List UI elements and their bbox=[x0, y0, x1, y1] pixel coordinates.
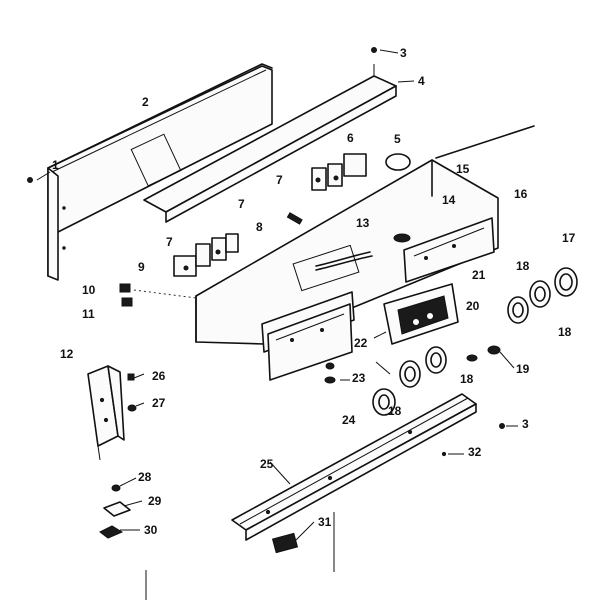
part-label-7b: 7 bbox=[238, 197, 245, 211]
part-label-5: 5 bbox=[394, 132, 401, 146]
part-label-16: 16 bbox=[514, 187, 528, 201]
fasteners-left bbox=[99, 373, 137, 539]
part-label-4: 4 bbox=[418, 74, 425, 88]
top-bracket bbox=[143, 64, 397, 223]
part-label-12: 12 bbox=[60, 347, 74, 361]
part-label-28: 28 bbox=[138, 470, 152, 484]
part-label-29: 29 bbox=[148, 494, 162, 508]
part-label-19: 19 bbox=[516, 362, 530, 376]
part-label-7c: 7 bbox=[166, 235, 173, 249]
part-label-17: 17 bbox=[562, 231, 576, 245]
switch-assembly-upper bbox=[311, 153, 411, 191]
connector bbox=[286, 212, 303, 225]
part-label-18b: 18 bbox=[558, 325, 572, 339]
part-label-21: 21 bbox=[472, 268, 486, 282]
part-label-7a: 7 bbox=[276, 173, 283, 187]
part-label-23: 23 bbox=[352, 371, 366, 385]
part-label-3b: 3 bbox=[522, 417, 529, 431]
knobs bbox=[372, 267, 578, 416]
part-label-13: 13 bbox=[356, 216, 370, 230]
switch-assembly-lower bbox=[173, 233, 239, 277]
screws bbox=[27, 47, 505, 457]
back-panel bbox=[47, 63, 273, 281]
side-bracket bbox=[87, 365, 125, 461]
part-label-18c: 18 bbox=[460, 372, 474, 386]
clips bbox=[119, 283, 197, 307]
part-label-14: 14 bbox=[442, 193, 456, 207]
part-label-18a: 18 bbox=[516, 259, 530, 273]
washers bbox=[324, 362, 336, 384]
part-label-32: 32 bbox=[468, 445, 482, 459]
lower-trim bbox=[231, 393, 477, 541]
part-label-25: 25 bbox=[260, 457, 274, 471]
part-label-30: 30 bbox=[144, 523, 158, 537]
part-label-6: 6 bbox=[347, 131, 354, 145]
part-label-15: 15 bbox=[456, 162, 470, 176]
clock-timer bbox=[383, 283, 459, 345]
part-label-2: 2 bbox=[142, 95, 149, 109]
terminal-block bbox=[271, 532, 299, 554]
part-label-26: 26 bbox=[152, 369, 166, 383]
part-label-8: 8 bbox=[256, 220, 263, 234]
leader-lines bbox=[36, 49, 518, 541]
part-label-20: 20 bbox=[466, 299, 480, 313]
part-label-11: 11 bbox=[82, 307, 95, 321]
lamp-and-wire bbox=[315, 233, 411, 271]
part-label-18d: 18 bbox=[388, 404, 402, 418]
part-label-31: 31 bbox=[318, 515, 332, 529]
part-label-27: 27 bbox=[152, 396, 166, 410]
part-label-10: 10 bbox=[82, 283, 96, 297]
part-label-9: 9 bbox=[138, 260, 145, 274]
part-label-3: 3 bbox=[400, 46, 407, 60]
part-label-1: 1 bbox=[52, 158, 59, 172]
wire-lead bbox=[435, 125, 535, 159]
part-label-24: 24 bbox=[342, 413, 356, 427]
control-panel bbox=[195, 159, 499, 381]
part-number-labels: 1 2 3 4 5 6 7 7 7 8 9 10 11 12 13 14 15 … bbox=[52, 46, 576, 537]
part-label-22: 22 bbox=[354, 336, 368, 350]
knob-springs bbox=[466, 345, 515, 369]
